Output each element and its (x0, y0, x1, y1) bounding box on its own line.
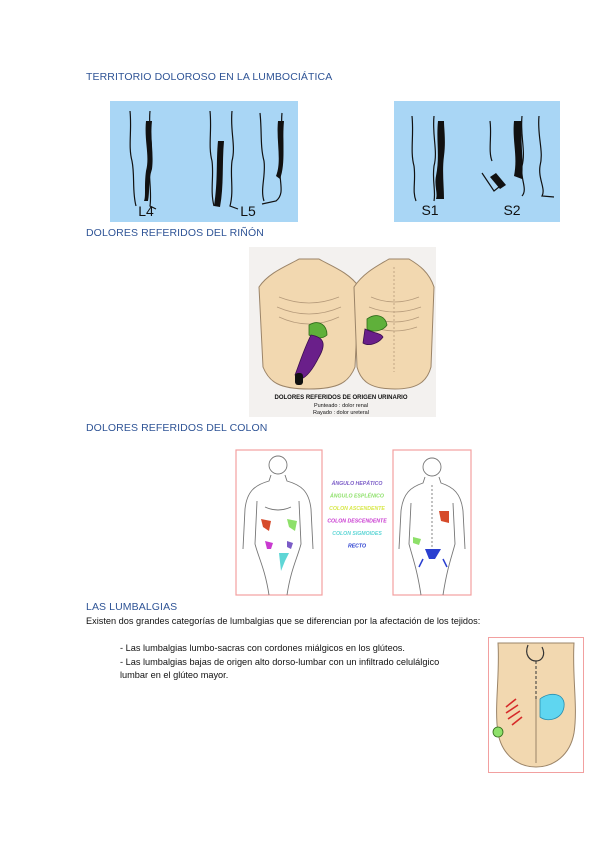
colon-legend-item: COLON ASCENDENTE (329, 506, 385, 512)
section-heading-rinon: DOLORES REFERIDOS DEL RIÑÓN (86, 227, 264, 239)
colon-legend-item: COLON SIGMOIDES (332, 531, 382, 537)
colon-legend-item: COLON DESCENDENTE (327, 519, 387, 525)
lumbalgias-item-2-line-1: - Las lumbalgias bajas de origen alto do… (120, 657, 440, 667)
dermatome-label-s2: S2 (503, 202, 520, 218)
colon-legend-item: RECTO (348, 544, 366, 550)
dermatome-label-l4: L4 (138, 203, 154, 219)
kidney-caption-line2: Rayado : dolor ureteral (313, 410, 369, 416)
dermatome-figure-l4-l5: L4 L5 (110, 101, 298, 222)
dermatome-label-l5: L5 (240, 203, 256, 219)
lumbalgias-intro: Existen dos grandes categorías de lumbal… (86, 616, 481, 626)
kidney-caption-title: DOLORES REFERIDOS DE ORIGEN URINARIO (274, 395, 407, 401)
colon-legend-item: ÁNGULO HEPÁTICO (331, 480, 383, 487)
lumbalgia-buttocks-figure (488, 637, 584, 773)
lumbalgias-item-2-line-2: lumbar en el glúteo mayor. (120, 670, 229, 680)
dermatome-label-s1: S1 (421, 202, 438, 218)
colon-legend-item: ÁNGULO ESPLÉNICO (329, 492, 384, 500)
colon-referred-pain-figure: ÁNGULO HEPÁTICO ÁNGULO ESPLÉNICO COLON ASC… (235, 449, 472, 596)
section-heading-lumbociatica: TERRITORIO DOLOROSO EN LA LUMBOCIÁTICA (86, 71, 333, 83)
lumbalgias-item-1: - Las lumbalgias lumbo-sacras con cordon… (120, 643, 405, 653)
kidney-referred-pain-figure: DOLORES REFERIDOS DE ORIGEN URINARIO Pun… (249, 247, 436, 417)
section-heading-lumbalgias: LAS LUMBALGIAS (86, 601, 178, 613)
dermatome-figure-s1-s2: S1 S2 (394, 101, 560, 222)
colon-legend: ÁNGULO HEPÁTICO ÁNGULO ESPLÉNICO COLON ASC… (327, 480, 387, 550)
kidney-caption-line1: Punteado : dolor renal (314, 403, 368, 409)
section-heading-colon: DOLORES REFERIDOS DEL COLON (86, 422, 268, 434)
